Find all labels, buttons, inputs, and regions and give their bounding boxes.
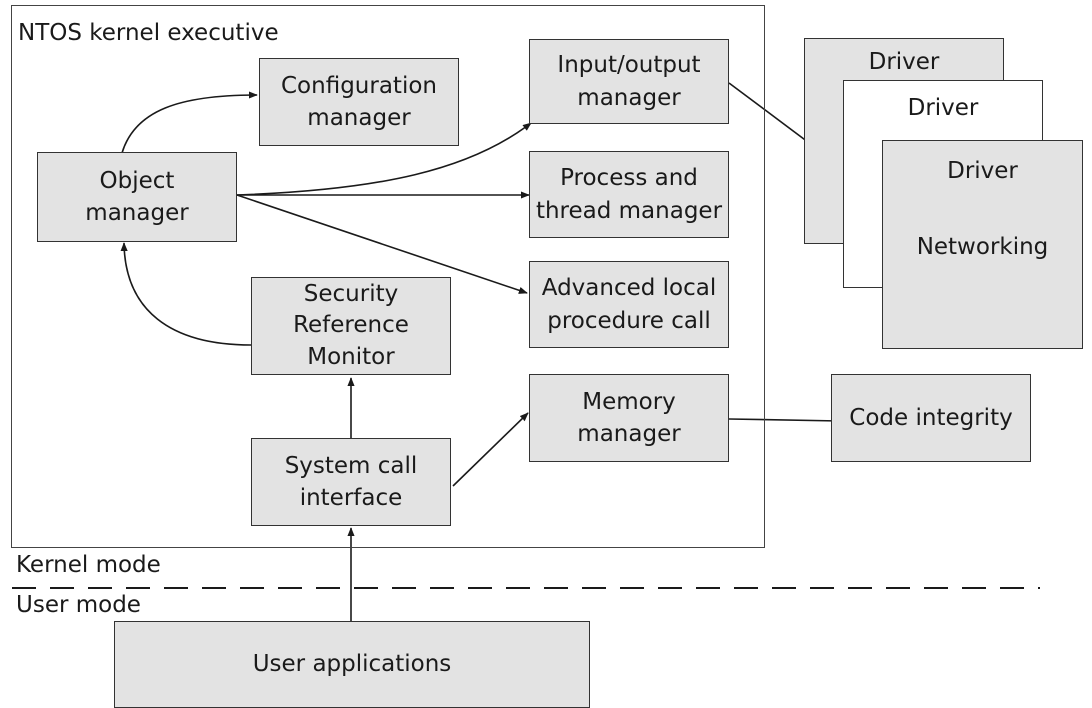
configuration-manager-label: Configuration manager bbox=[281, 72, 437, 131]
process-thread-manager-box: Process and thread manager bbox=[529, 151, 729, 238]
driver-front-title: Driver bbox=[947, 158, 1018, 184]
kernel-mode-label: Kernel mode bbox=[16, 552, 161, 578]
system-call-interface-label: System call interface bbox=[284, 452, 418, 511]
memory-manager-label: Memory manager bbox=[577, 388, 681, 447]
code-integrity-box: Code integrity bbox=[831, 374, 1031, 462]
arrow-object-to-io bbox=[236, 122, 532, 196]
io-manager-box: Input/output manager bbox=[529, 39, 729, 124]
code-integrity-label: Code integrity bbox=[849, 404, 1013, 431]
security-reference-monitor-label: Security Reference Monitor bbox=[293, 281, 409, 370]
alpc-label: Advanced local procedure call bbox=[541, 275, 717, 334]
memory-manager-box: Memory manager bbox=[529, 374, 729, 462]
driver-front-subtitle: Networking bbox=[916, 234, 1049, 260]
user-applications-box: User applications bbox=[114, 621, 590, 708]
arrow-syscall-to-memory bbox=[452, 412, 529, 487]
driver-box-front: Driver Networking bbox=[882, 140, 1083, 349]
arrow-memory-to-code-integrity bbox=[728, 417, 841, 425]
driver-middle-label: Driver bbox=[907, 95, 979, 121]
arrow-object-to-alpc bbox=[236, 194, 528, 294]
io-manager-label: Input/output manager bbox=[557, 52, 701, 111]
configuration-manager-box: Configuration manager bbox=[259, 58, 459, 146]
driver-back-label: Driver bbox=[868, 49, 940, 75]
security-reference-monitor-box: Security Reference Monitor bbox=[251, 277, 451, 375]
ntos-kernel-executive-frame bbox=[11, 5, 765, 548]
process-thread-manager-label: Process and thread manager bbox=[535, 165, 723, 224]
object-manager-box: Object manager bbox=[37, 152, 237, 242]
user-mode-label: User mode bbox=[16, 592, 141, 618]
object-manager-label: Object manager bbox=[85, 167, 189, 226]
arrow-object-to-config bbox=[121, 91, 258, 154]
user-applications-label: User applications bbox=[252, 651, 452, 678]
alpc-box: Advanced local procedure call bbox=[529, 261, 729, 348]
arrow-security-to-object bbox=[120, 242, 252, 346]
system-call-interface-box: System call interface bbox=[251, 438, 451, 526]
frame-title: NTOS kernel executive bbox=[18, 20, 279, 46]
